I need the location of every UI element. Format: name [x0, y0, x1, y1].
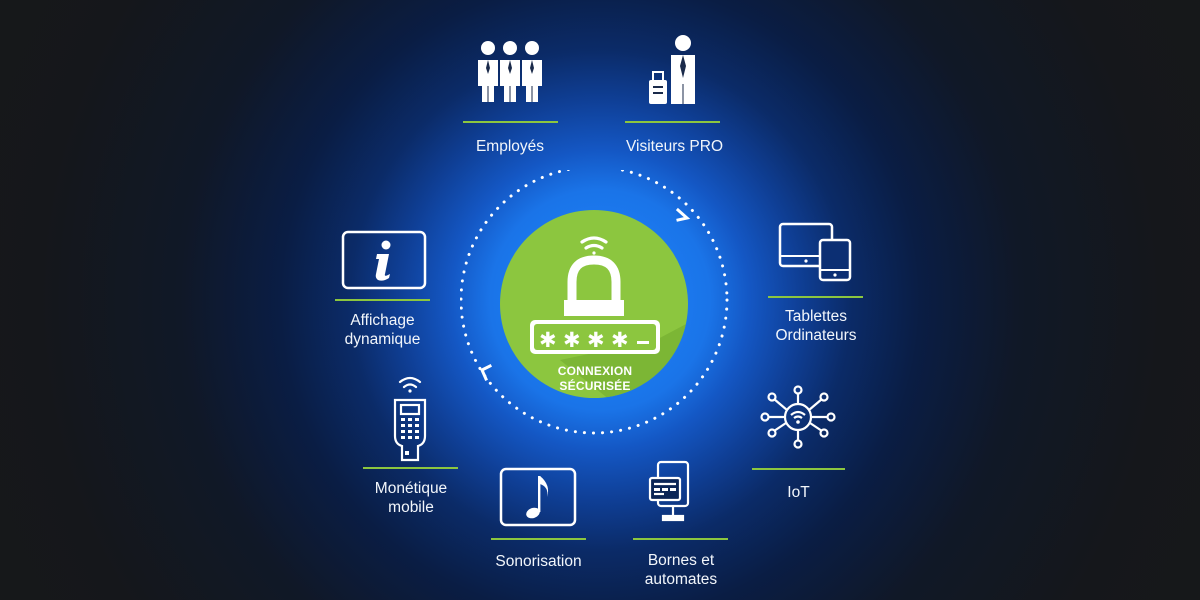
music-note-icon: [499, 467, 577, 527]
info-display-icon: [341, 230, 427, 290]
tablet-computer-icon: [778, 222, 852, 282]
label-iot: IoT: [787, 484, 810, 501]
rule-tablettes: [768, 296, 863, 298]
svg-text:✱: ✱: [587, 328, 605, 352]
label-bornes: Bornes et automates: [644, 552, 718, 588]
center-title-line1: CONNEXION: [557, 364, 633, 378]
center-title-line2: SÉCURISÉE: [559, 379, 631, 393]
rule-iot: [752, 468, 845, 470]
iot-network-icon: [760, 385, 836, 449]
rule-employes: [463, 121, 558, 123]
label-employes: Employés: [475, 138, 545, 155]
rule-sonorisation: [491, 538, 586, 540]
rule-monetique: [363, 467, 458, 469]
wireless-signal-icon: [580, 236, 608, 255]
employees-group-icon: [478, 41, 542, 102]
label-tablettes: Tablettes Ordinateurs: [775, 308, 857, 344]
rule-bornes: [633, 538, 728, 540]
padlock-icon: [564, 255, 624, 316]
label-affichage: Affichage dynamique: [344, 312, 421, 348]
label-monetique: Monétique mobile: [374, 480, 448, 516]
svg-text:✱: ✱: [563, 328, 581, 352]
secure-connection-badge: ✱ ✱ ✱ ✱: [500, 210, 688, 398]
password-field-icon: ✱ ✱ ✱ ✱: [530, 320, 660, 354]
label-sonorisation: Sonorisation: [495, 553, 582, 570]
svg-text:✱: ✱: [611, 328, 629, 352]
label-visiteurs: Visiteurs PRO: [625, 138, 724, 155]
rule-visiteurs: [625, 121, 720, 123]
business-visitor-icon: [649, 35, 695, 104]
rule-affichage: [335, 299, 430, 301]
orbit-arrow-bottom-left-icon: [480, 363, 493, 381]
dotted-orbit-ring: [460, 170, 729, 435]
orbit-arrow-top-right-icon: [675, 207, 691, 222]
kiosk-terminal-icon: [648, 460, 690, 522]
svg-text:✱: ✱: [539, 328, 557, 352]
payment-terminal-icon: [393, 376, 427, 462]
